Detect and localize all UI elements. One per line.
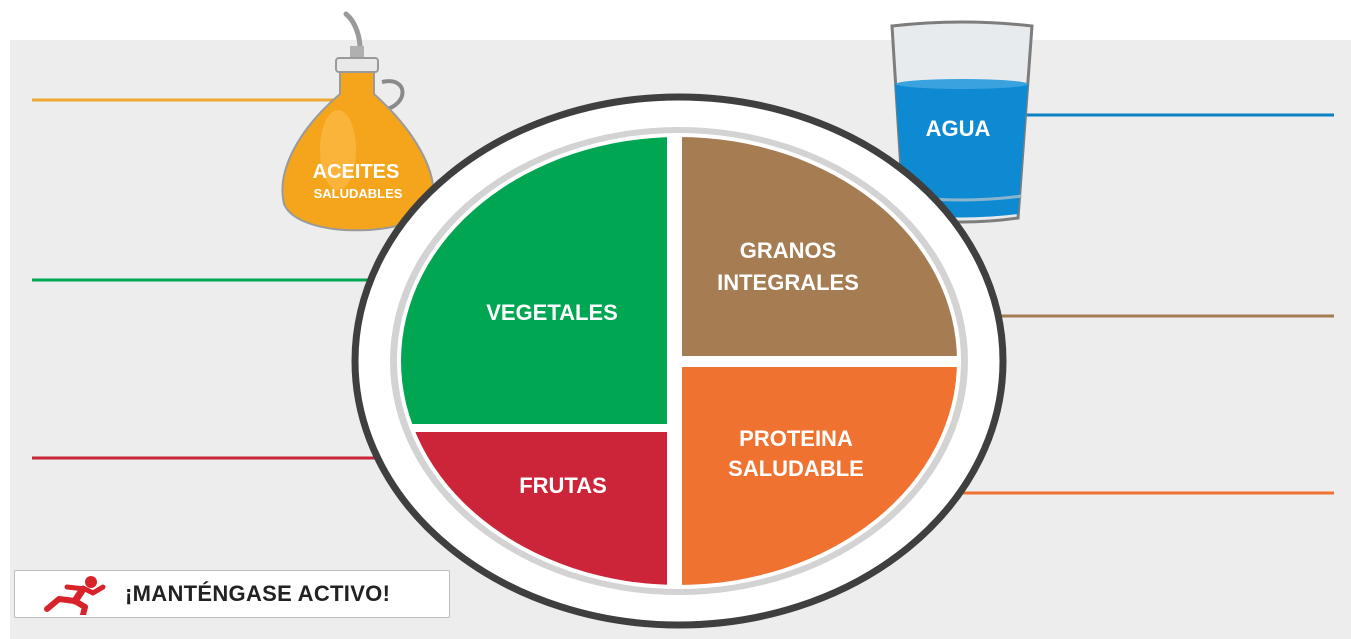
aceites-label-line1: ACEITES xyxy=(313,161,400,183)
granos-label-line1: GRANOS xyxy=(740,238,837,263)
proteina-label-line1: PROTEINA xyxy=(739,426,853,451)
frutas-label: FRUTAS xyxy=(519,473,607,498)
vegetales-label: VEGETALES xyxy=(486,300,618,325)
agua-label: AGUA xyxy=(926,116,991,141)
running-person-icon xyxy=(44,576,106,615)
stay-active-text: ¡MANTÉNGASE ACTIVO! xyxy=(125,581,391,606)
granos-label-line2: INTEGRALES xyxy=(717,270,859,295)
aceites-label-line2: SALUDABLES xyxy=(314,186,403,201)
proteina-label-line2: SALUDABLE xyxy=(728,456,864,481)
stay-active-badge: ¡MANTÉNGASE ACTIVO! xyxy=(14,570,450,618)
oil-bottle-icon xyxy=(281,11,435,232)
plate xyxy=(351,93,1007,629)
